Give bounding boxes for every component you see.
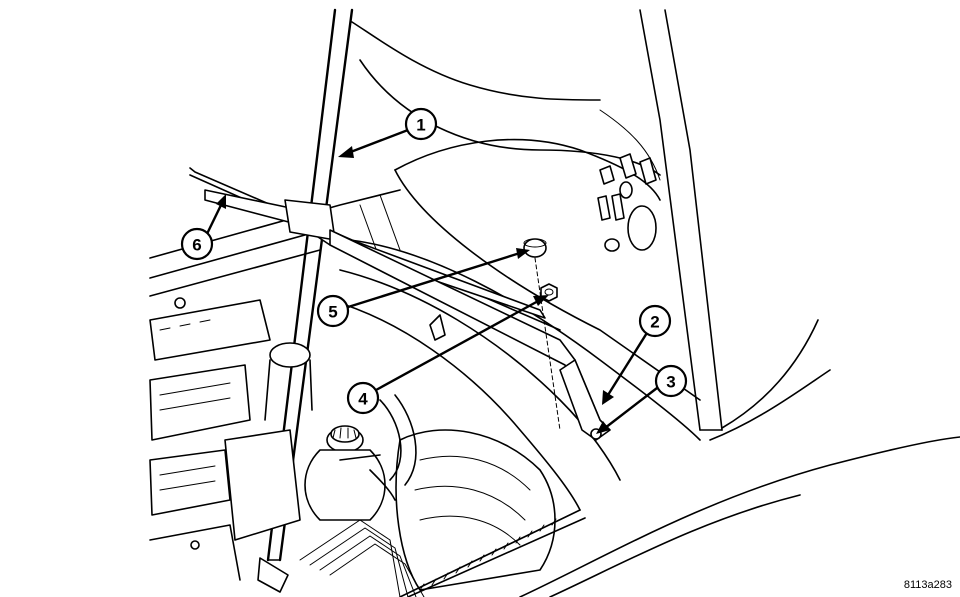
callout-2: 2 — [638, 304, 672, 338]
callout-3: 3 — [654, 364, 688, 398]
wiper-pivot-cap — [523, 238, 561, 431]
callout-2-label: 2 — [650, 313, 659, 332]
engine-components — [149, 297, 586, 597]
wiper-assembly — [189, 167, 611, 441]
fender — [519, 319, 960, 597]
callout-1: 1 — [404, 107, 438, 141]
callout-5: 5 — [316, 294, 350, 328]
hood — [351, 9, 723, 431]
figure-id: 8113a283 — [903, 579, 952, 591]
callout-5-label: 5 — [328, 303, 337, 322]
callout-4: 4 — [346, 381, 380, 415]
callout-6-label: 6 — [192, 236, 201, 255]
callout-4-label: 4 — [358, 390, 368, 409]
callout-3-label: 3 — [666, 373, 675, 392]
leader-lines — [203, 128, 658, 434]
callout-1-label: 1 — [416, 116, 425, 135]
callout-6: 6 — [180, 227, 214, 261]
